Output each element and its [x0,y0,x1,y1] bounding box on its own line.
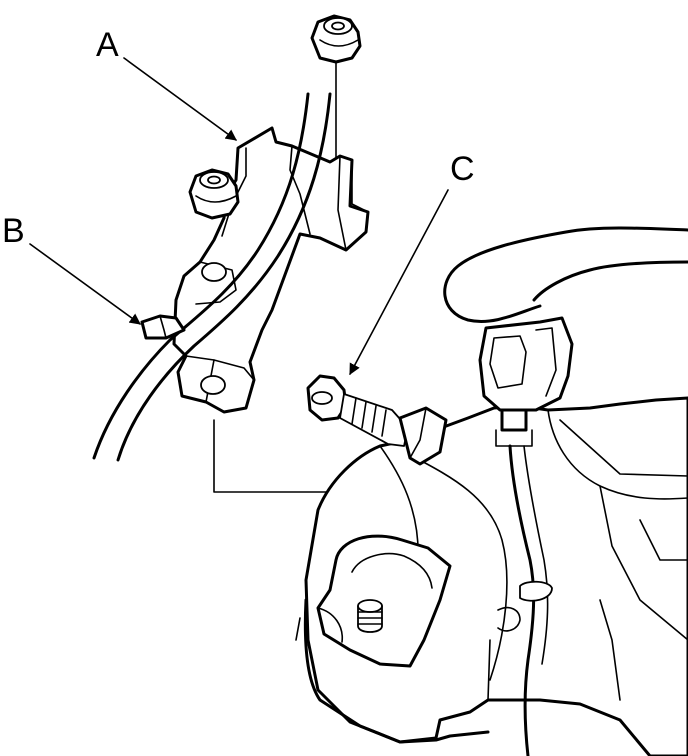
bracket-hole-lower [200,375,226,395]
sensor-wire [508,444,536,756]
upper-pipe [443,226,688,323]
flange-nut-top [310,14,362,64]
bracket-hole-upper [201,262,227,282]
hose-outer [92,92,310,460]
mount-stud [357,599,383,633]
mounting-bracket [172,126,370,414]
callout-b-label: B [2,212,25,250]
callout-a-label: A [96,26,119,64]
mounting-bolt [306,374,409,447]
mount-cavity [316,534,452,668]
flange-nut-middle [188,168,240,220]
hose-clip [140,314,186,340]
wire-clip [398,406,448,466]
callout-b: B [2,212,141,325]
sensor-connector [478,316,574,447]
hose-inner [116,92,332,462]
callout-a: A [96,26,237,141]
callout-c-label: C [450,150,475,188]
engine-mount-assembly [295,226,688,756]
callout-c: C [349,150,475,375]
bracket-assembly [92,14,370,462]
